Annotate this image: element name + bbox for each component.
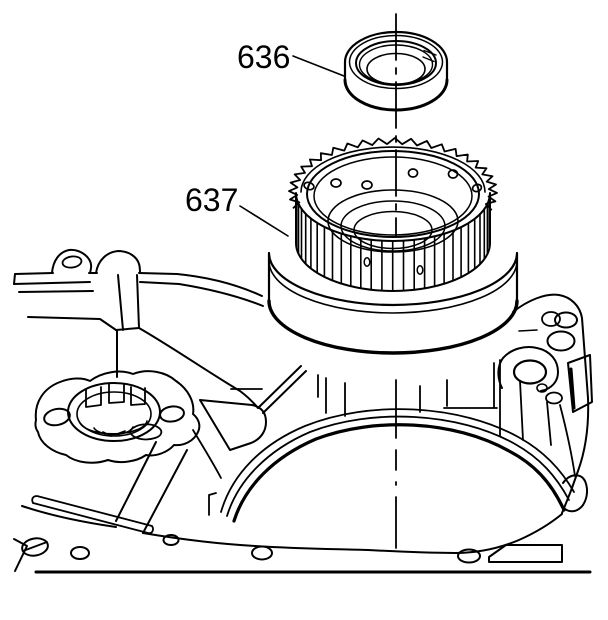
case-right-edge: [512, 293, 590, 514]
case-step-small: [208, 492, 217, 516]
case-flange-edge: [13, 281, 264, 307]
case-flange-edge: [13, 273, 94, 293]
bore-rim-middle: [226, 415, 570, 517]
drum-wall-hole: [303, 181, 315, 191]
servo-kidney-slot: [129, 423, 163, 441]
case-right-boss: [541, 311, 561, 327]
drum-rim-double: [300, 146, 486, 193]
case-arm-fillet: [192, 429, 222, 479]
drum-opening-inner: [313, 156, 473, 236]
servo-boss-ear-hole: [159, 405, 185, 423]
callout-636-leader: [292, 55, 345, 77]
case-right-pillars: [499, 359, 576, 477]
drum-bottom-edge: [267, 299, 519, 355]
callout-636-label: 636: [237, 39, 290, 75]
drum-floor-arc: [327, 189, 459, 253]
drum-splines: [295, 197, 491, 292]
drum-teeth-path: [288, 137, 498, 211]
case-bottom-contour: [142, 513, 563, 554]
case-slot-pentagon: [488, 544, 563, 563]
case-lug: [51, 248, 93, 274]
callout-637-label: 637: [185, 182, 238, 218]
servo-boss-ear-hole: [43, 407, 71, 427]
bore-rim-outer: [220, 408, 575, 513]
case-lug: [95, 250, 141, 274]
case-bolt-hole: [70, 546, 90, 560]
case-right-hole: [536, 383, 548, 393]
clutch-drum-637: [267, 137, 519, 355]
drum-floor-arc: [340, 200, 446, 252]
servo-bore-inner: [76, 391, 152, 437]
case-long-slot: [31, 495, 154, 535]
servo-floor-arcs: [79, 420, 148, 437]
drum-teeth: [288, 137, 498, 211]
case-right-hole: [554, 311, 578, 329]
case-right-hole: [545, 391, 563, 405]
case-right-hole: [546, 330, 576, 352]
callouts: 636 637: [185, 39, 345, 237]
drum-floor-arc: [353, 210, 433, 250]
drum-wall-hole: [330, 178, 342, 188]
case-bolt-hole: [457, 548, 481, 564]
case-corner-wedge: [13, 538, 28, 572]
projection-ticks: [230, 362, 498, 417]
case-rib-edge: [257, 365, 307, 414]
case-step-edge: [27, 316, 117, 331]
case-right-hole: [512, 359, 548, 385]
case-drain-hole-slash: [22, 541, 48, 552]
case-lug-hole: [61, 255, 83, 269]
drum-wall-hole: [471, 183, 483, 193]
case-wedge-panel: [115, 274, 140, 378]
transmission-case: [13, 248, 593, 574]
servo-bore-ring: [67, 382, 161, 442]
case-bolt-hole: [251, 545, 273, 561]
drum-opening: [306, 150, 480, 238]
drum-wall-hole: [361, 180, 373, 190]
case-drain-hole: [21, 537, 49, 557]
case-bottom-contour: [21, 505, 117, 528]
drum-band-hole: [363, 257, 371, 267]
case-strut: [115, 441, 188, 534]
drum-shoulder-line: [268, 260, 518, 314]
case-arm-pad: [199, 399, 267, 451]
servo-boss-outline: [34, 370, 201, 464]
case-right-block: [567, 354, 593, 413]
seal-notch: [422, 49, 437, 63]
case-bolt-hole: [162, 534, 180, 546]
case-right-ledge: [518, 329, 538, 332]
case-sweep-edge: [138, 327, 259, 409]
drum-wall-hole: [447, 169, 459, 179]
callout-637-leader: [239, 205, 289, 237]
servo-castellations: [85, 383, 146, 408]
bore-rim-inner: [232, 423, 566, 523]
case-right-block-facet: [569, 367, 576, 410]
drum-wall-hole: [407, 168, 419, 178]
case-flange-edge: [14, 272, 263, 297]
drum-band-hole: [416, 265, 424, 275]
